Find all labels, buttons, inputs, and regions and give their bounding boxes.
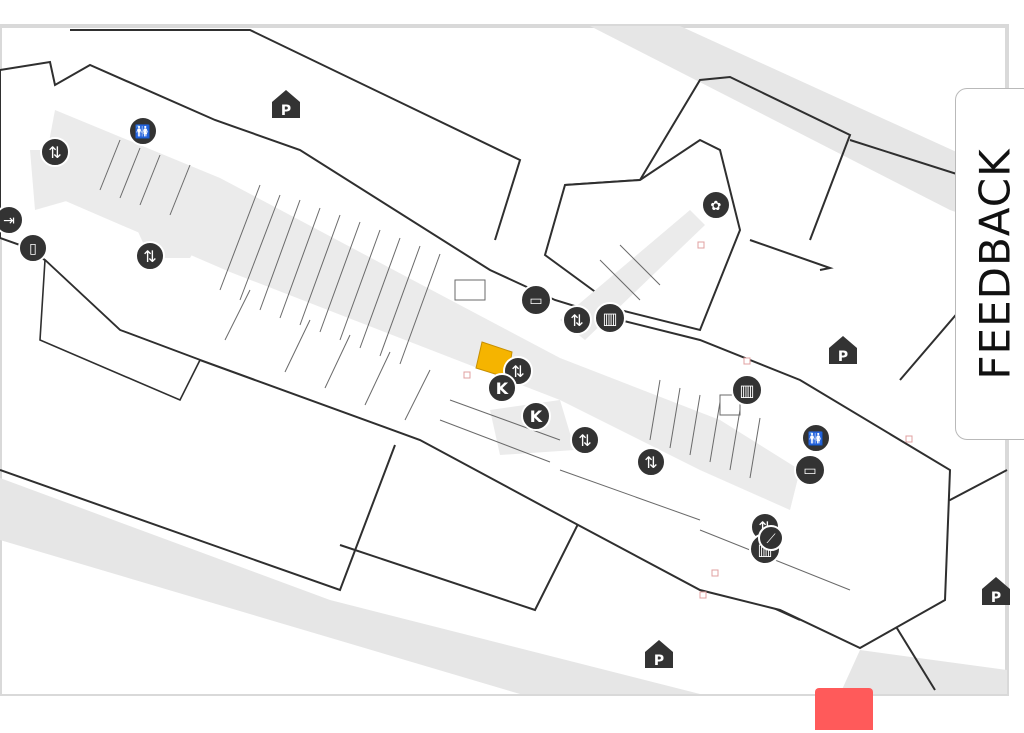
svg-text:▯: ▯: [29, 241, 37, 257]
svg-text:⇅: ⇅: [644, 453, 657, 472]
svg-text:P: P: [281, 103, 291, 119]
svg-text:▥: ▥: [739, 381, 754, 400]
atm-icon[interactable]: ▭: [520, 284, 552, 316]
bottom-red-tab[interactable]: [815, 688, 873, 730]
phone-icon[interactable]: ▯: [18, 233, 48, 263]
svg-text:🚻: 🚻: [135, 124, 151, 140]
svg-text:▭: ▭: [529, 293, 542, 309]
small-markers: [463, 241, 913, 599]
svg-text:✿: ✿: [711, 199, 722, 214]
svg-text:⇥: ⇥: [3, 213, 15, 229]
svg-text:K: K: [530, 407, 543, 426]
svg-text:⇅: ⇅: [578, 431, 591, 450]
parking-icon[interactable]: P: [829, 336, 857, 365]
elevator-icon[interactable]: ▥: [594, 302, 626, 334]
escalator-icon[interactable]: ⇅: [40, 137, 70, 167]
family-room-icon[interactable]: ✿: [701, 190, 731, 220]
restroom-icon[interactable]: 🚻: [128, 116, 158, 146]
exit-icon[interactable]: ⇥: [0, 205, 24, 235]
escalator-icon[interactable]: ⇅: [636, 447, 666, 477]
parking-icon[interactable]: P: [272, 90, 300, 119]
kiosk-icon[interactable]: K: [521, 401, 551, 431]
svg-text:▥: ▥: [602, 309, 617, 328]
svg-text:P: P: [838, 349, 848, 365]
kiosk-icon[interactable]: K: [487, 373, 517, 403]
feedback-tab[interactable]: FEEDBACK: [955, 88, 1024, 440]
stairs-icon[interactable]: ⟋: [758, 525, 784, 551]
svg-text:P: P: [654, 653, 664, 669]
svg-text:P: P: [991, 590, 1001, 606]
svg-text:⇅: ⇅: [48, 143, 61, 162]
svg-text:K: K: [496, 379, 509, 398]
svg-text:⇅: ⇅: [143, 247, 156, 266]
escalator-icon[interactable]: ⇅: [562, 305, 592, 335]
atm-icon[interactable]: ▭: [794, 454, 826, 486]
svg-text:⇅: ⇅: [570, 311, 583, 330]
escalator-icon[interactable]: ⇅: [570, 425, 600, 455]
svg-text:▭: ▭: [803, 463, 816, 479]
feedback-label: FEEDBACK: [970, 148, 1020, 380]
svg-text:🚻: 🚻: [808, 431, 824, 447]
store-outlines: [99, 139, 851, 591]
parking-icon[interactable]: P: [982, 577, 1010, 606]
restroom-icon[interactable]: 🚻: [801, 423, 831, 453]
svg-text:⟋: ⟋: [766, 532, 776, 547]
parking-icon[interactable]: P: [645, 640, 673, 669]
svg-text:⇅: ⇅: [511, 362, 524, 381]
elevator-icon[interactable]: ▥: [731, 374, 763, 406]
escalator-icon[interactable]: ⇅: [135, 241, 165, 271]
